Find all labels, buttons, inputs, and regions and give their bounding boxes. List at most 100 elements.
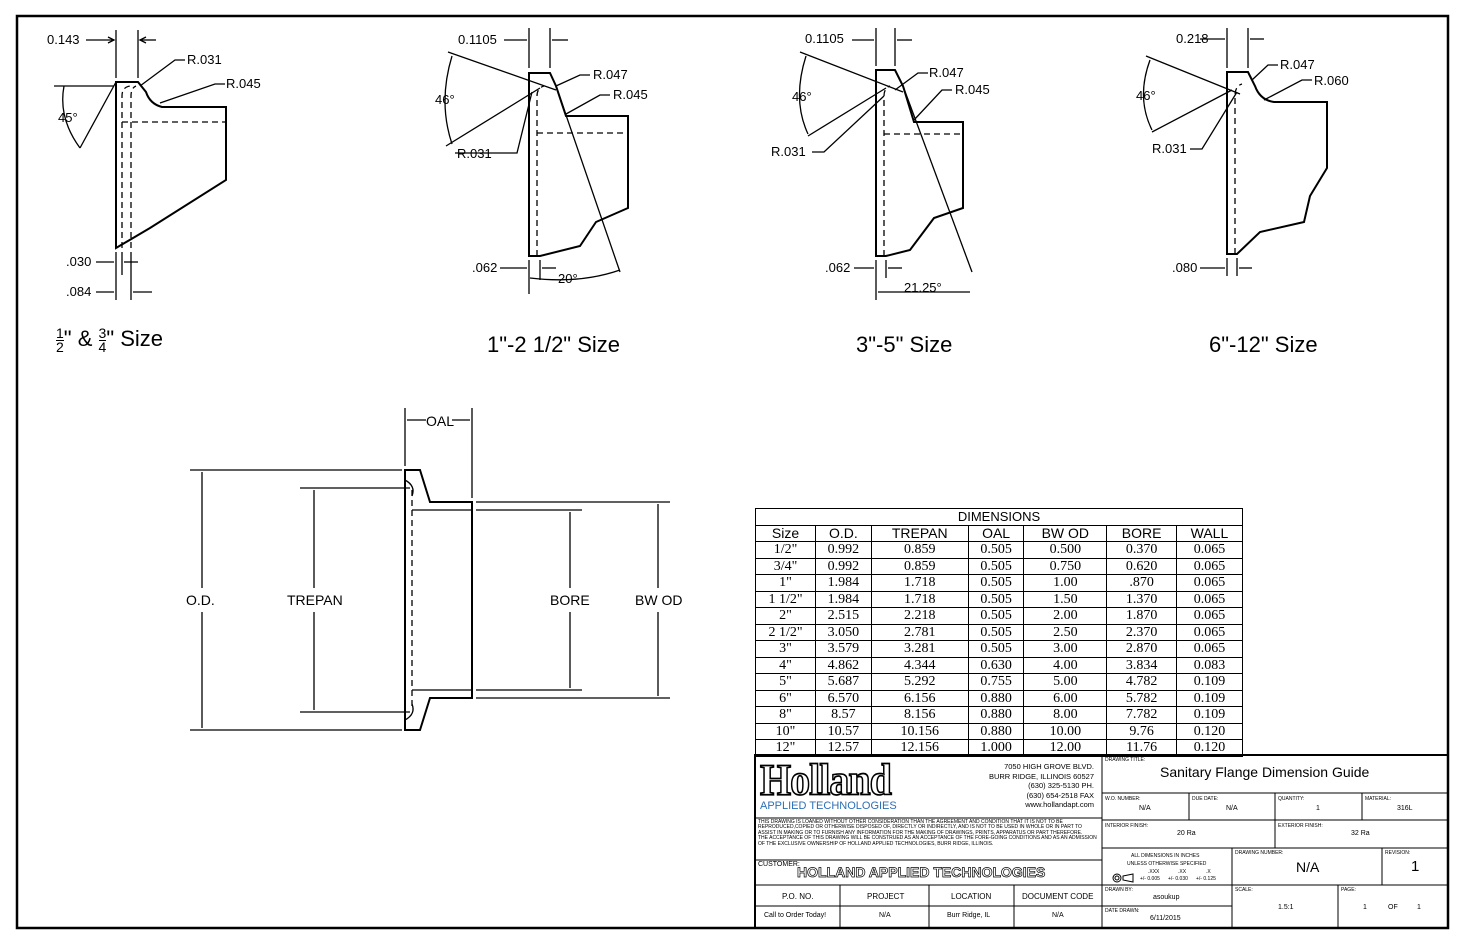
bottom-value-po: Call to Order Today!: [764, 912, 827, 919]
revision-label: REVISION:: [1385, 850, 1411, 856]
holland-logo: Holland APPLIED TECHNOLOGIES: [759, 754, 897, 812]
table-cell: 8": [754, 706, 817, 724]
d2-bot-angle: 20°: [558, 271, 578, 286]
material-label: MATERIAL:: [1365, 796, 1392, 802]
sheet-border: [15, 14, 1450, 930]
frac1-den: 2: [56, 338, 64, 355]
address-block: 7050 HIGH GROVE BLVD. BURR RIDGE, ILLINO…: [960, 762, 1094, 810]
od-label: O.D.: [186, 592, 215, 608]
d1-top-dim: 0.143: [47, 32, 80, 47]
d4-r1: R.047: [1280, 57, 1315, 72]
table-cell: 0.880: [967, 722, 1025, 740]
table-cell: 8.00: [1023, 706, 1108, 724]
bwod-label: BW OD: [635, 592, 683, 608]
projection-symbol-icon: [1112, 870, 1136, 883]
d1-r1: R.031: [187, 52, 222, 67]
table-cell: 6": [754, 689, 817, 707]
page-total: 1: [1417, 904, 1421, 911]
table-cell: 0.065: [1175, 574, 1244, 592]
notice-text: THIS DRAWING IS LOANED WITHOUT OTHER CON…: [758, 819, 1097, 847]
table-cell: 0.065: [1175, 607, 1244, 625]
tolerance-line-2: UNLESS OTHERWISE SPECIFIED: [1127, 861, 1207, 867]
table-cell: 0.120: [1175, 722, 1244, 740]
frac2-den: 4: [98, 338, 107, 355]
table-cell: 1.718: [870, 574, 969, 592]
due-value: N/A: [1226, 805, 1238, 812]
column-header: O.D.: [815, 524, 872, 542]
table-cell: 10.156: [870, 722, 969, 740]
drawn-by-label: DRAWN BY:: [1105, 887, 1133, 893]
table-cell: 0.065: [1175, 623, 1244, 641]
d2-bot1: .062: [472, 260, 498, 275]
table-cell: 3.281: [870, 640, 969, 658]
table-cell: 0.109: [1175, 706, 1244, 724]
detail-six-to-twelve: [1142, 28, 1328, 276]
d3-r2: R.045: [955, 82, 990, 97]
table-cell: 0.505: [967, 590, 1025, 608]
tol-xx: .XX: [1178, 869, 1187, 875]
table-cell: 1.870: [1106, 607, 1177, 625]
table-cell: 10.57: [815, 722, 872, 740]
material-value: 316L: [1397, 805, 1413, 812]
d2-angle: 46°: [435, 92, 455, 107]
table-cell: 0.755: [967, 673, 1025, 691]
table-cell: 2.781: [870, 623, 969, 641]
table-cell: 1.984: [815, 574, 872, 592]
drawing-title-label: DRAWING TITLE:: [1105, 757, 1146, 763]
table-cell: 2": [754, 607, 817, 625]
d3-top-dim: 0.1105: [805, 31, 844, 46]
address-line: (630) 654-2518 FAX: [1026, 790, 1094, 800]
date-label: DATE DRAWN:: [1105, 908, 1140, 914]
size-mid: " &: [63, 326, 99, 351]
dwg-no-value: N/A: [1296, 859, 1320, 875]
table-cell: 9.76: [1106, 722, 1177, 740]
table-cell: 0.880: [967, 706, 1025, 724]
d3-size-label: 3"-5" Size: [856, 332, 953, 357]
d4-r3: R.031: [1152, 141, 1187, 156]
logo-wordmark: Holland: [759, 754, 892, 805]
logo-subtitle: APPLIED TECHNOLOGIES: [760, 800, 897, 812]
table-cell: 5.292: [870, 673, 969, 691]
table-cell: 12.156: [870, 739, 969, 757]
bottom-header-location: LOCATION: [951, 892, 992, 901]
address-line: www.hollandapt.com: [1025, 800, 1094, 809]
drawing-title: Sanitary Flange Dimension Guide: [1160, 764, 1370, 780]
table-cell: 3.050: [815, 623, 872, 641]
table-cell: 0.859: [870, 557, 969, 575]
d1-bot1: .030: [66, 254, 92, 269]
table-cell: 2.870: [1106, 640, 1177, 658]
table-cell: 12.00: [1023, 739, 1108, 757]
d4-r2: R.060: [1314, 73, 1349, 88]
table-cell: 12": [754, 739, 817, 757]
table-cell: 0.109: [1175, 689, 1244, 707]
table-cell: 4.862: [815, 656, 872, 674]
dwg-no-label: DRAWING NUMBER:: [1235, 850, 1284, 856]
oal-label: OAL: [426, 413, 455, 429]
table-cell: 4": [754, 656, 817, 674]
table-cell: 4.782: [1106, 673, 1177, 691]
table-cell: 5.00: [1023, 673, 1108, 691]
section-view: [190, 408, 670, 731]
table-cell: 5": [754, 673, 817, 691]
frac1-num: 1: [56, 324, 64, 341]
wo-value: N/A: [1139, 805, 1151, 812]
frac2-num: 3: [98, 324, 107, 341]
table-cell: 0.859: [870, 541, 969, 559]
table-cell: 3.00: [1023, 640, 1108, 658]
d4-size-label: 6"-12" Size: [1209, 332, 1318, 357]
table-cell: 4.00: [1023, 656, 1108, 674]
bottom-header-project: PROJECT: [867, 892, 905, 901]
table-cell: 0.505: [967, 640, 1025, 658]
tol-xx-value: +/- 0.030: [1168, 876, 1188, 882]
table-cell: 2.00: [1023, 607, 1108, 625]
ext-finish-value: 32 Ra: [1351, 830, 1370, 837]
table-cell: 1.984: [815, 590, 872, 608]
table-cell: 0.065: [1175, 640, 1244, 658]
d3-bot-angle: 21.25°: [904, 280, 942, 295]
